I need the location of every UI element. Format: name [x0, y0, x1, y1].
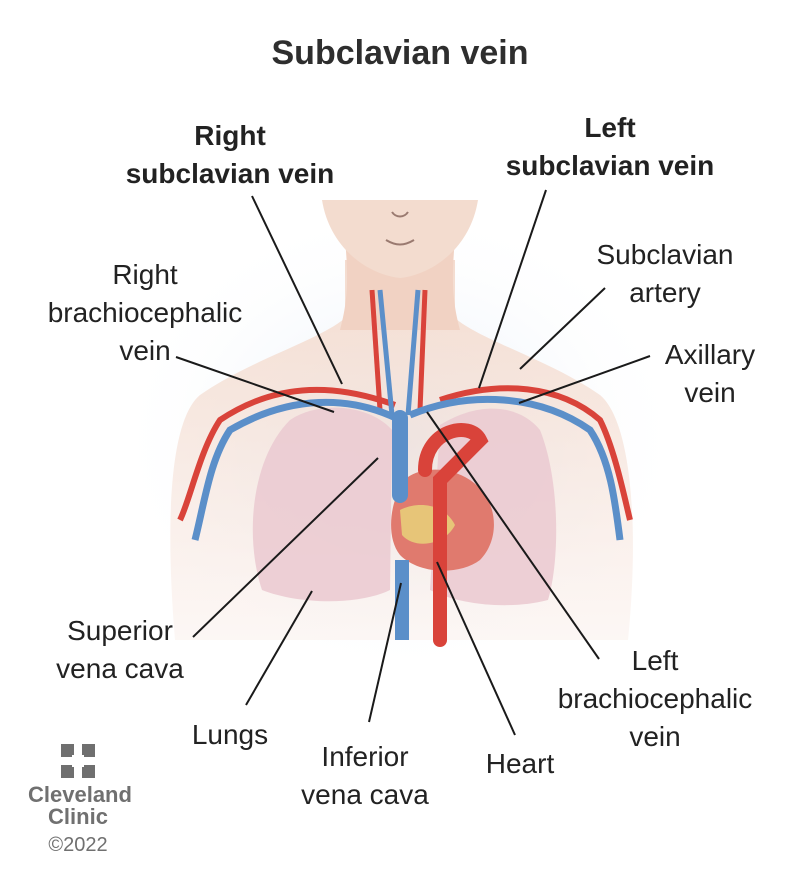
- label-subclavian-artery-line1: Subclavian: [596, 239, 734, 270]
- label-left-brachiocephalic-vein-line1: Left: [631, 645, 679, 676]
- left-subclavian-vein: [408, 395, 624, 541]
- leader-lungs: [245, 590, 313, 706]
- nose: [391, 211, 409, 218]
- label-inferior-vena-cava: Inferior vena cava: [280, 738, 450, 814]
- label-left-brachiocephalic-vein-line3: vein: [629, 721, 681, 752]
- label-subclavian-artery-line2: artery: [629, 277, 701, 308]
- label-superior-vena-cava-line2: vena cava: [56, 653, 184, 684]
- leader-axillary-vein: [518, 355, 651, 404]
- label-axillary-vein: Axillary vein: [645, 336, 775, 412]
- leader-superior-vena-cava: [192, 457, 379, 638]
- leader-subclavian-artery: [519, 287, 606, 370]
- label-right-brachiocephalic-vein-line1: Right: [112, 259, 178, 290]
- label-subclavian-artery: Subclavian artery: [575, 236, 755, 312]
- cleveland-clinic-logo: Cleveland Clinic ©2022: [28, 744, 132, 858]
- label-right-subclavian-vein-line1: Right: [194, 120, 266, 151]
- label-axillary-vein-line1: Axillary: [664, 339, 756, 370]
- leader-left-brachiocephalic-vein: [426, 411, 600, 660]
- diagram-title: Subclavian vein: [271, 34, 529, 72]
- label-left-subclavian-vein-line2: subclavian vein: [505, 150, 715, 181]
- carotid-artery-left: [417, 289, 428, 411]
- mouth: [385, 239, 415, 246]
- label-superior-vena-cava: Superior vena cava: [40, 612, 200, 688]
- copyright: ©2022: [48, 834, 108, 856]
- label-right-brachiocephalic-vein: Right brachiocephalic vein: [20, 256, 270, 370]
- leader-inferior-vena-cava: [368, 582, 402, 723]
- aorta: [418, 423, 489, 647]
- leader-right-brachiocephalic-vein: [175, 356, 335, 413]
- right-subclavian-artery: [177, 386, 397, 522]
- label-left-brachiocephalic-vein: Left brachiocephalic vein: [540, 642, 770, 756]
- right-lung: [252, 407, 392, 602]
- leader-right-subclavian-vein: [251, 195, 343, 385]
- right-subclavian-vein: [191, 398, 402, 541]
- label-left-brachiocephalic-vein-line2: brachiocephalic: [557, 683, 753, 714]
- cleveland-clinic-mark-icon: [61, 744, 95, 778]
- leader-heart: [436, 561, 516, 736]
- carotid-artery-right: [369, 289, 383, 411]
- label-right-subclavian-vein-line2: subclavian vein: [125, 158, 335, 189]
- jugular-vein-left: [405, 289, 421, 416]
- label-right-brachiocephalic-vein-line3: vein: [119, 335, 171, 366]
- label-heart-line1: Heart: [485, 748, 555, 779]
- label-axillary-vein-line2: vein: [684, 377, 736, 408]
- label-right-subclavian-vein: Right subclavian vein: [100, 117, 360, 193]
- label-lungs: Lungs: [180, 716, 280, 754]
- label-right-brachiocephalic-vein-line2: brachiocephalic: [47, 297, 243, 328]
- chin: [322, 200, 478, 278]
- label-inferior-vena-cava-line1: Inferior: [321, 741, 409, 772]
- label-left-subclavian-vein: Left subclavian vein: [480, 109, 740, 185]
- jugular-vein-right: [377, 289, 395, 416]
- label-lungs-line1: Lungs: [191, 719, 269, 750]
- label-superior-vena-cava-line1: Superior: [67, 615, 173, 646]
- label-left-subclavian-vein-line1: Left: [584, 112, 636, 143]
- label-inferior-vena-cava-line2: vena cava: [301, 779, 429, 810]
- label-heart: Heart: [470, 745, 570, 783]
- leader-left-subclavian-vein: [478, 189, 547, 389]
- logo-name-line1: Cleveland: [28, 782, 132, 807]
- logo-name-line2: Clinic: [48, 804, 108, 829]
- left-subclavian-artery: [439, 385, 633, 521]
